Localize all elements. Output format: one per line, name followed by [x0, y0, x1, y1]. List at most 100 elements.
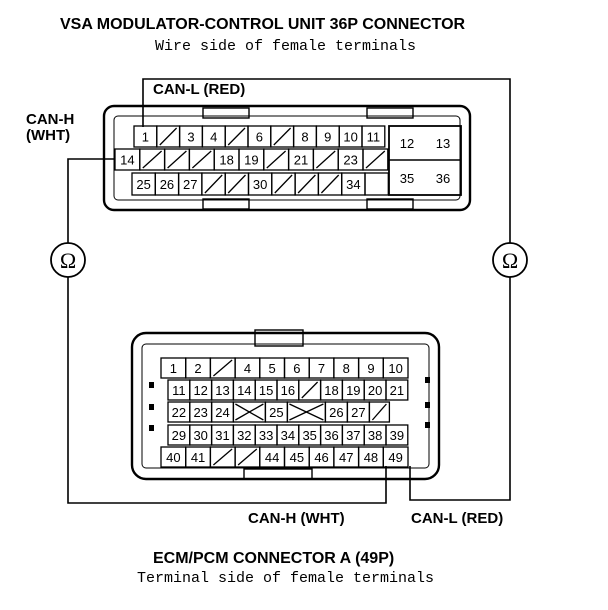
ecm-top-lock — [254, 329, 304, 347]
ecm-terminal-number: 12 — [193, 383, 207, 398]
ecm-terminal-number: 38 — [368, 428, 382, 443]
vsa-terminal-number: 10 — [343, 130, 357, 145]
ecm-terminal-number: 48 — [364, 450, 378, 465]
ecm-terminal-number: 4 — [244, 361, 251, 376]
vsa-cell: 11 — [361, 125, 386, 148]
vsa-cell: 10 — [338, 125, 363, 148]
vsa-terminal-number: 6 — [256, 130, 263, 145]
can-wiring — [50, 78, 528, 504]
ecm-cell: 7 — [308, 357, 335, 379]
ecm-terminal-number: 33 — [259, 428, 273, 443]
ecm-terminal-number: 9 — [367, 361, 374, 376]
ecm-cell: 5 — [259, 357, 286, 379]
ecm-cell: 19 — [341, 379, 365, 401]
vsa-cell — [364, 172, 389, 196]
vsa-cell — [312, 148, 339, 171]
ecm-cell-cross — [289, 403, 324, 421]
vsa-bottom-lock-left — [202, 198, 250, 210]
ecm-cell: 33 — [254, 424, 278, 446]
vsa-can-l-label: CAN-L (RED) — [153, 81, 246, 98]
ecm-cell: 26 — [324, 401, 349, 423]
vsa-cell — [139, 148, 166, 171]
vsa-terminal-number: 23 — [343, 153, 357, 168]
vsa-terminal-number: 9 — [324, 130, 331, 145]
ecm-cell: 18 — [319, 379, 344, 401]
vsa-terminal-number: 11 — [367, 130, 381, 145]
vsa-cell — [270, 125, 295, 148]
ecm-side-latches — [149, 377, 430, 431]
ecm-cell: 34 — [276, 424, 300, 446]
vsa-cell: 9 — [315, 125, 340, 148]
ecm-terminal-number: 30 — [193, 428, 207, 443]
ecm-terminal-number: 34 — [281, 428, 295, 443]
vsa-bottom-lock-right — [366, 198, 414, 210]
ohm-symbol-left: Ω — [60, 248, 76, 273]
ecm-cell: 25 — [264, 401, 289, 423]
can-h-wire — [67, 158, 115, 243]
ecm-cell: 20 — [363, 379, 387, 401]
vsa-cell-unused-slash — [297, 174, 316, 194]
vsa-cell — [224, 125, 249, 148]
ecm-title: ECM/PCM CONNECTOR A (49P) — [153, 550, 395, 567]
vsa-cell-unused-slash — [274, 174, 293, 194]
vsa-cell — [271, 172, 296, 196]
ecm-cell: 10 — [382, 357, 409, 379]
ecm-cell-unused-slash — [301, 381, 319, 399]
vsa-cell: 27 — [177, 172, 203, 196]
ecm-cell — [368, 401, 391, 423]
ecm-cell: 49 — [382, 446, 409, 468]
ecm-terminal-number: 25 — [269, 405, 283, 420]
vsa-cell-unused-slash — [273, 127, 292, 146]
vsa-title: VSA MODULATOR-CONTROL UNIT 36P CONNECTOR — [60, 16, 466, 33]
ecm-terminal-number: 47 — [339, 450, 353, 465]
ecm-cell-unused-slash — [212, 448, 233, 466]
ecm-terminal-number: 8 — [343, 361, 350, 376]
vsa-cell: 18 — [213, 148, 240, 171]
vsa-cell — [317, 172, 343, 196]
vsa-cell: 19 — [238, 148, 265, 171]
ecm-cell — [298, 379, 322, 401]
vsa-top-lock-left — [202, 107, 250, 119]
ecm-can-l-label: CAN-L (RED) — [411, 510, 504, 527]
vsa-housing — [102, 104, 472, 212]
vsa-cell-unused-slash — [191, 150, 212, 169]
ecm-cell: 2 — [185, 357, 212, 379]
ecm-cell: 21 — [385, 379, 409, 401]
vsa-cell-unused-slash — [365, 150, 386, 169]
ecm-terminal-number: 6 — [293, 361, 300, 376]
vsa-cell-unused-slash — [320, 174, 340, 194]
vsa-terminal-number: 19 — [244, 153, 258, 168]
can-l-wire — [142, 78, 511, 243]
vsa-terminal-number: 26 — [160, 177, 174, 192]
vsa-terminal-number: 35 — [400, 171, 414, 186]
ecm-terminal-number: 18 — [324, 383, 338, 398]
ecm-terminal-number: 1 — [170, 361, 177, 376]
vsa-cell: 25 — [131, 172, 156, 196]
vsa-cell-unused-slash — [167, 150, 187, 169]
ecm-cell: 46 — [308, 446, 335, 468]
ecm-cell: 6 — [283, 357, 310, 379]
ecm-cell-unused-slash — [212, 359, 233, 377]
ecm-cell: 31 — [210, 424, 235, 446]
ecm-cell: 44 — [259, 446, 286, 468]
ohmmeter-left — [50, 242, 86, 278]
ecm-can-h-label: CAN-H (WHT) — [248, 510, 345, 527]
vsa-cell-unused-slash — [315, 150, 336, 169]
ecm-cell: 40 — [160, 446, 187, 468]
ecm-terminal-number: 16 — [281, 383, 295, 398]
ecm-terminal-number: 5 — [269, 361, 276, 376]
vsa-cell: 1 — [133, 125, 158, 148]
ecm-cell-cross — [235, 403, 264, 421]
vsa-cell-unused-slash — [227, 127, 246, 146]
vsa-cell: 26 — [154, 172, 180, 196]
ecm-cell: 4 — [234, 357, 261, 379]
vsa-cell: 21 — [287, 148, 315, 171]
ecm-bottom-lock — [243, 468, 313, 480]
ecm-terminal-number: 24 — [215, 405, 229, 420]
ecm-cell: 36 — [319, 424, 344, 446]
ecm-cell: 35 — [298, 424, 322, 446]
ohm-symbol-right: Ω — [502, 248, 518, 273]
ecm-terminal-number: 32 — [237, 428, 251, 443]
